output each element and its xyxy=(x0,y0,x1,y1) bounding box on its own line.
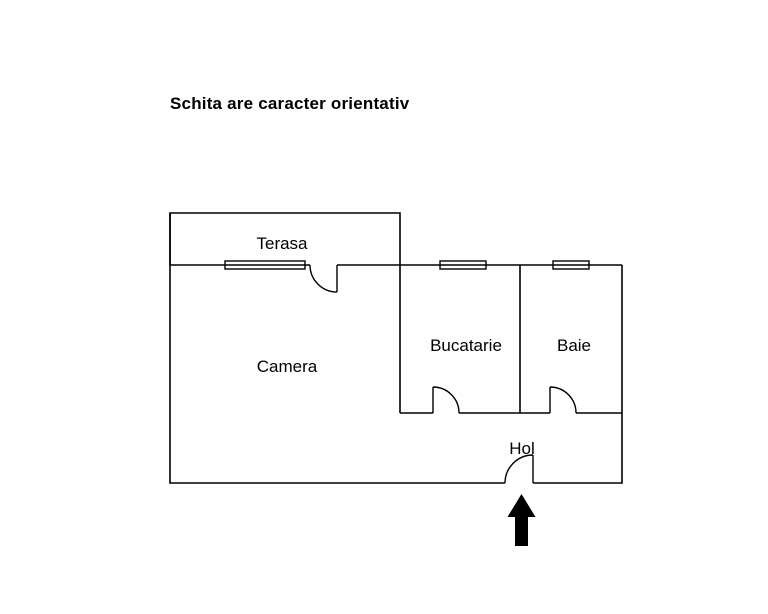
windows xyxy=(224,260,590,270)
entrance-arrow-icon xyxy=(507,494,536,546)
terasa-label: Terasa xyxy=(256,234,308,253)
outer-walls xyxy=(169,213,623,484)
camera-label: Camera xyxy=(257,357,318,376)
walls xyxy=(169,212,623,484)
terasa-window-icon xyxy=(224,260,306,270)
hol-label: Hol xyxy=(509,439,535,458)
baie-label: Baie xyxy=(557,336,591,355)
room-labels: Terasa Camera Bucatarie Baie Hol xyxy=(256,234,591,458)
interior-walls-vertical xyxy=(399,265,521,413)
bucatarie-label: Bucatarie xyxy=(430,336,502,355)
bucatarie-door-icon xyxy=(432,386,460,414)
baie-window-icon xyxy=(552,260,590,270)
bucatarie-window-icon xyxy=(439,260,487,270)
doors xyxy=(309,264,577,484)
disclaimer-text: Schita are caracter orientativ xyxy=(170,94,410,113)
baie-door-icon xyxy=(549,386,577,414)
entrance-door-icon xyxy=(504,454,534,484)
terasa-door-icon xyxy=(309,264,338,293)
